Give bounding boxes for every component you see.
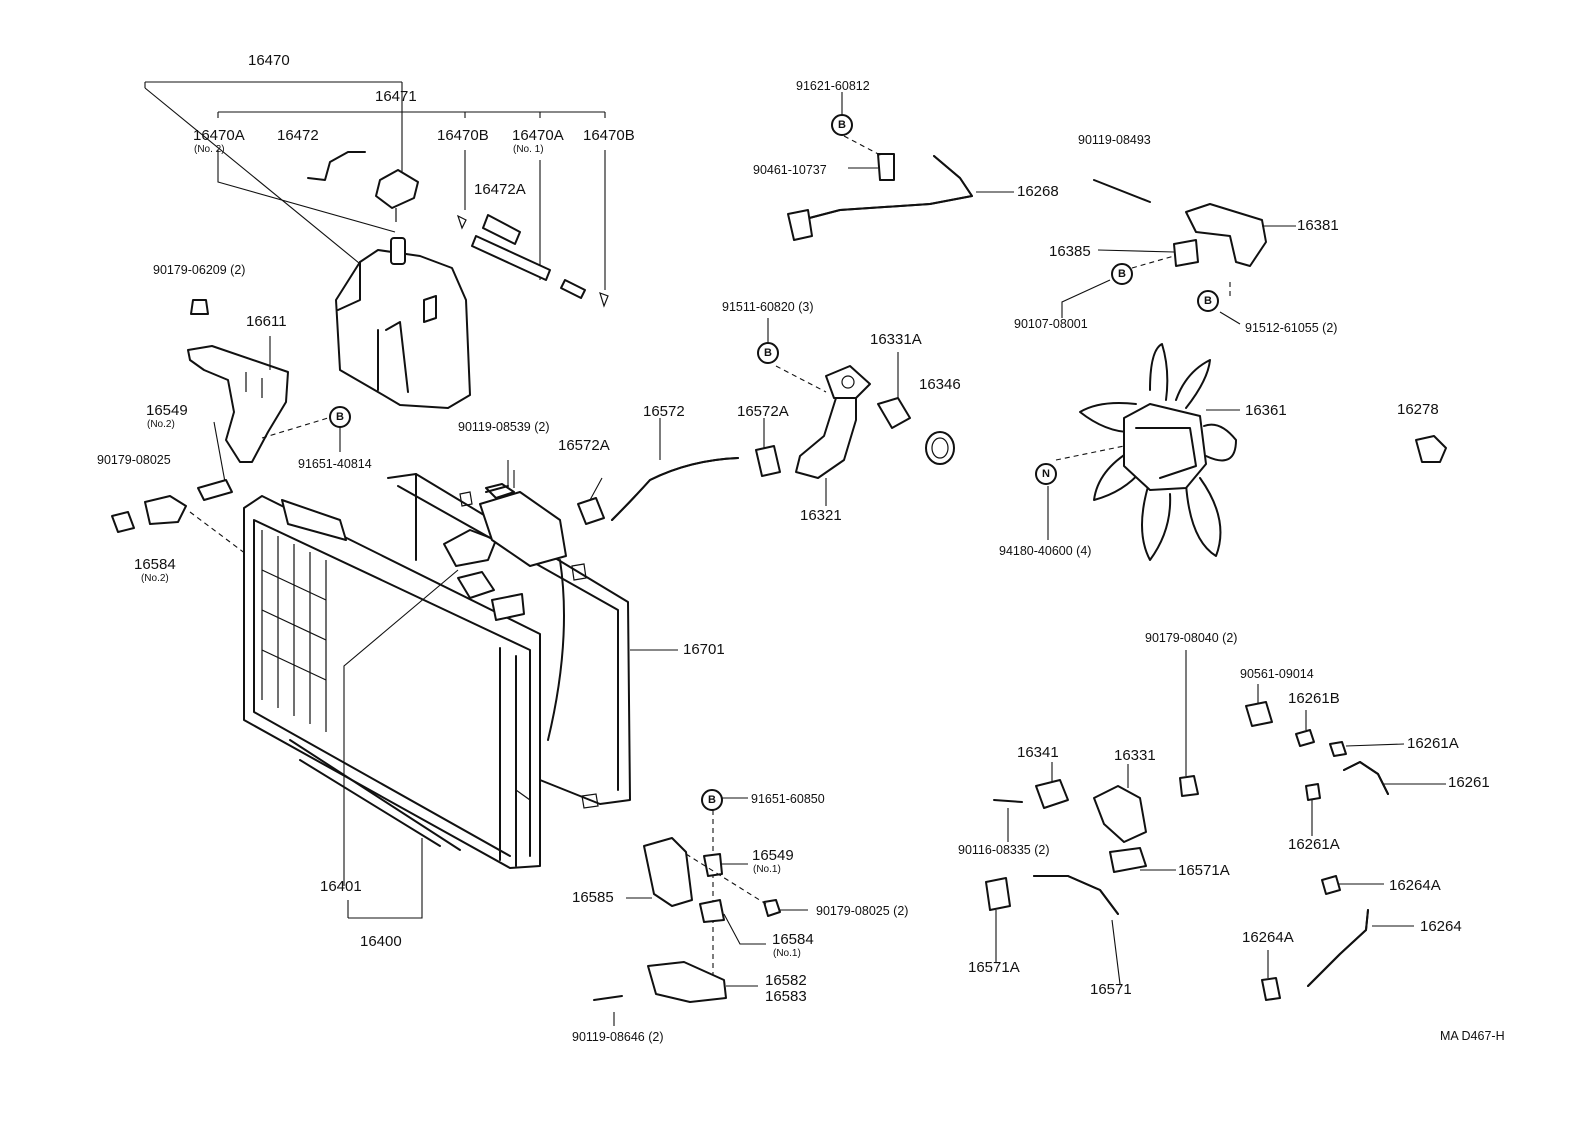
label-90119-08646: 90119-08646 (2): [572, 1030, 664, 1044]
label-16470B-b: 16470B: [583, 127, 635, 144]
label-16584-no2: 16584(No.2): [134, 556, 176, 584]
label-16585: 16585: [572, 889, 614, 906]
label-16572A-b: 16572A: [737, 403, 789, 420]
svg-text:B: B: [336, 411, 344, 423]
label-16264A-a: 16264A: [1389, 877, 1441, 894]
label-16278: 16278: [1397, 401, 1439, 418]
label-16470B-a: 16470B: [437, 127, 489, 144]
bracket-group: [111, 299, 329, 555]
label-16346: 16346: [919, 376, 961, 393]
label-16341: 16341: [1017, 744, 1059, 761]
reservoir-cap: [375, 169, 419, 209]
label-16264A-b: 16264A: [1242, 929, 1294, 946]
bolt-symbol: B: [1111, 263, 1133, 285]
label-16583: 16583: [765, 988, 807, 1005]
label-16261B: 16261B: [1288, 690, 1340, 707]
label-16572: 16572: [643, 403, 685, 420]
svg-text:B: B: [1118, 268, 1126, 280]
part-16278: [1415, 435, 1447, 463]
label-91511-60820: 91511-60820 (3): [722, 300, 814, 314]
lower-right-group: [985, 650, 1446, 1001]
label-16572A-a: 16572A: [558, 437, 610, 454]
bolt-symbol: B: [1197, 290, 1219, 312]
label-16470A-no1: 16470A(No. 1): [512, 127, 564, 155]
label-16331A: 16331A: [870, 331, 922, 348]
label-16472: 16472: [277, 127, 319, 144]
label-91512-61055: 91512-61055 (2): [1245, 321, 1338, 335]
symbol-markers: B B B B B B N: [329, 92, 1219, 811]
label-16261A-a: 16261A: [1407, 735, 1459, 752]
label-16470A-no2: 16470A(No. 2): [193, 127, 245, 155]
label-91651-60850: 91651-60850: [751, 792, 825, 806]
reservoir-group: [144, 81, 609, 409]
label-16471: 16471: [375, 88, 417, 105]
svg-text:B: B: [708, 794, 716, 806]
label-16611: 16611: [246, 313, 287, 330]
radiator-16400: [243, 495, 541, 919]
water-outlet-group: [775, 352, 955, 506]
bolt-symbol: B: [757, 342, 779, 364]
label-16701: 16701: [683, 641, 725, 658]
svg-text:N: N: [1042, 468, 1050, 480]
svg-text:B: B: [764, 347, 772, 359]
upper-hose-16572: [577, 418, 781, 525]
svg-text:B: B: [838, 119, 846, 131]
label-16385: 16385: [1049, 243, 1091, 260]
label-90119-08493: 90119-08493: [1078, 133, 1151, 147]
label-90461-10737: 90461-10737: [753, 163, 827, 177]
label-16361: 16361: [1245, 402, 1287, 419]
label-16582: 16582: [765, 972, 807, 989]
label-16571A-a: 16571A: [1178, 862, 1230, 879]
label-91621-60812: 91621-60812: [796, 79, 870, 93]
label-16381: 16381: [1297, 217, 1339, 234]
support-bracket-group: [485, 460, 808, 1026]
bolt-90179-06209: [190, 299, 209, 315]
label-94180-40600: 94180-40600 (4): [999, 544, 1092, 558]
label-16401: 16401: [320, 878, 362, 895]
nut-symbol: N: [1035, 463, 1057, 485]
bracket-16611: [187, 345, 289, 463]
reservoir-tank: [335, 237, 471, 409]
label-16584-no1: 16584(No.1): [772, 931, 814, 959]
label-90119-08539: 90119-08539 (2): [458, 420, 550, 434]
label-16470: 16470: [248, 52, 290, 69]
label-16549-no1: 16549(No.1): [752, 847, 794, 875]
hose-16472: [307, 151, 366, 181]
bypass-pipe-16268: [787, 135, 1014, 241]
label-16268: 16268: [1017, 183, 1059, 200]
label-16331: 16331: [1114, 747, 1156, 764]
bolt-symbol: B: [329, 406, 351, 428]
label-90179-08025-b: 90179-08025 (2): [816, 904, 909, 918]
label-90179-06209: 90179-06209 (2): [153, 263, 246, 277]
label-16549-no2: 16549(No.2): [146, 402, 188, 430]
fan-16361: [1047, 343, 1240, 561]
label-16261: 16261: [1448, 774, 1490, 791]
label-16261A-b: 16261A: [1288, 836, 1340, 853]
bolt-symbol: B: [701, 789, 723, 811]
diagram-code: MA D467-H: [1440, 1029, 1505, 1043]
label-90179-08040: 90179-08040 (2): [1145, 631, 1238, 645]
label-16321: 16321: [800, 507, 842, 524]
label-90179-08025-a: 90179-08025: [97, 453, 171, 467]
label-16264: 16264: [1420, 918, 1462, 935]
fan-shroud-16701: [387, 470, 678, 809]
label-16571A-b: 16571A: [968, 959, 1020, 976]
label-16472A: 16472A: [474, 181, 526, 198]
label-16400: 16400: [360, 933, 402, 950]
label-90107-08001: 90107-08001: [1014, 317, 1088, 331]
label-16571: 16571: [1090, 981, 1132, 998]
svg-text:B: B: [1204, 295, 1212, 307]
label-90116-08335: 90116-08335 (2): [958, 843, 1050, 857]
bolt-symbol: B: [831, 114, 853, 136]
label-90561-09014: 90561-09014: [1240, 667, 1314, 681]
label-91651-40814: 91651-40814: [298, 457, 372, 471]
fan-bracket-group: [1061, 179, 1296, 325]
